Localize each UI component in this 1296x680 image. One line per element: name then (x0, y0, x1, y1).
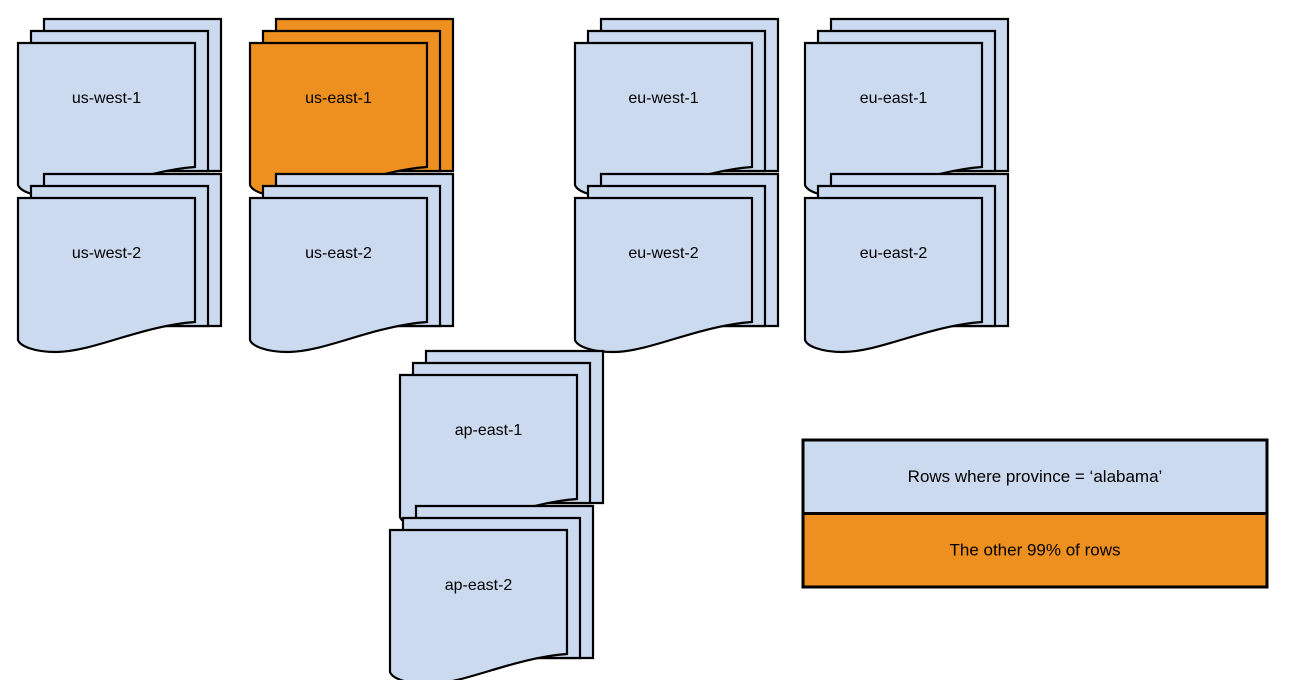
document-sheet-front (16, 196, 197, 354)
document-stack-ap-east-1[interactable]: ap-east-1 (398, 349, 605, 531)
document-stack-label: us-east-2 (305, 245, 372, 262)
document-stack-label: eu-east-2 (860, 245, 928, 262)
document-stack-eu-west-2[interactable]: eu-west-2 (573, 172, 780, 354)
document-stack-eu-east-2[interactable]: eu-east-2 (803, 172, 1010, 354)
document-stack-eu-east-1[interactable]: eu-east-1 (803, 17, 1010, 199)
document-stacks-group: us-west-1 us-east-1 eu-west-1 eu-east-1 us-w… (16, 17, 1010, 680)
document-stack-us-west-2[interactable]: us-west-2 (16, 172, 223, 354)
legend-label: Rows where province = ‘alabama’ (908, 467, 1163, 486)
document-stack-ap-east-2[interactable]: ap-east-2 (388, 504, 595, 680)
document-stack-label: eu-west-2 (628, 245, 698, 262)
document-stack-us-east-1[interactable]: us-east-1 (248, 17, 455, 199)
document-stack-label: eu-east-1 (860, 90, 928, 107)
document-stack-label: us-west-2 (72, 245, 141, 262)
legend-row-legend-highlight: The other 99% of rows (801, 512, 1269, 589)
document-sheet-front (803, 196, 984, 354)
legend-label: The other 99% of rows (949, 541, 1120, 560)
document-sheet-front (388, 528, 569, 680)
legend-swatch-highlight (801, 512, 1269, 589)
document-stack-label: us-east-1 (305, 90, 372, 107)
document-sheet-front (248, 196, 429, 354)
document-sheet-front (573, 196, 754, 354)
document-stack-label: ap-east-1 (455, 422, 523, 439)
document-stack-label: eu-west-1 (628, 90, 698, 107)
legend-row-legend-normal: Rows where province = ‘alabama’ (801, 438, 1269, 515)
document-stack-label: ap-east-2 (445, 577, 513, 594)
document-stack-us-east-2[interactable]: us-east-2 (248, 172, 455, 354)
document-stack-label: us-west-1 (72, 90, 141, 107)
document-stack-us-west-1[interactable]: us-west-1 (16, 17, 223, 199)
document-stack-eu-west-1[interactable]: eu-west-1 (573, 17, 780, 199)
legend-group: Rows where province = ‘alabama’ The other… (801, 438, 1269, 589)
